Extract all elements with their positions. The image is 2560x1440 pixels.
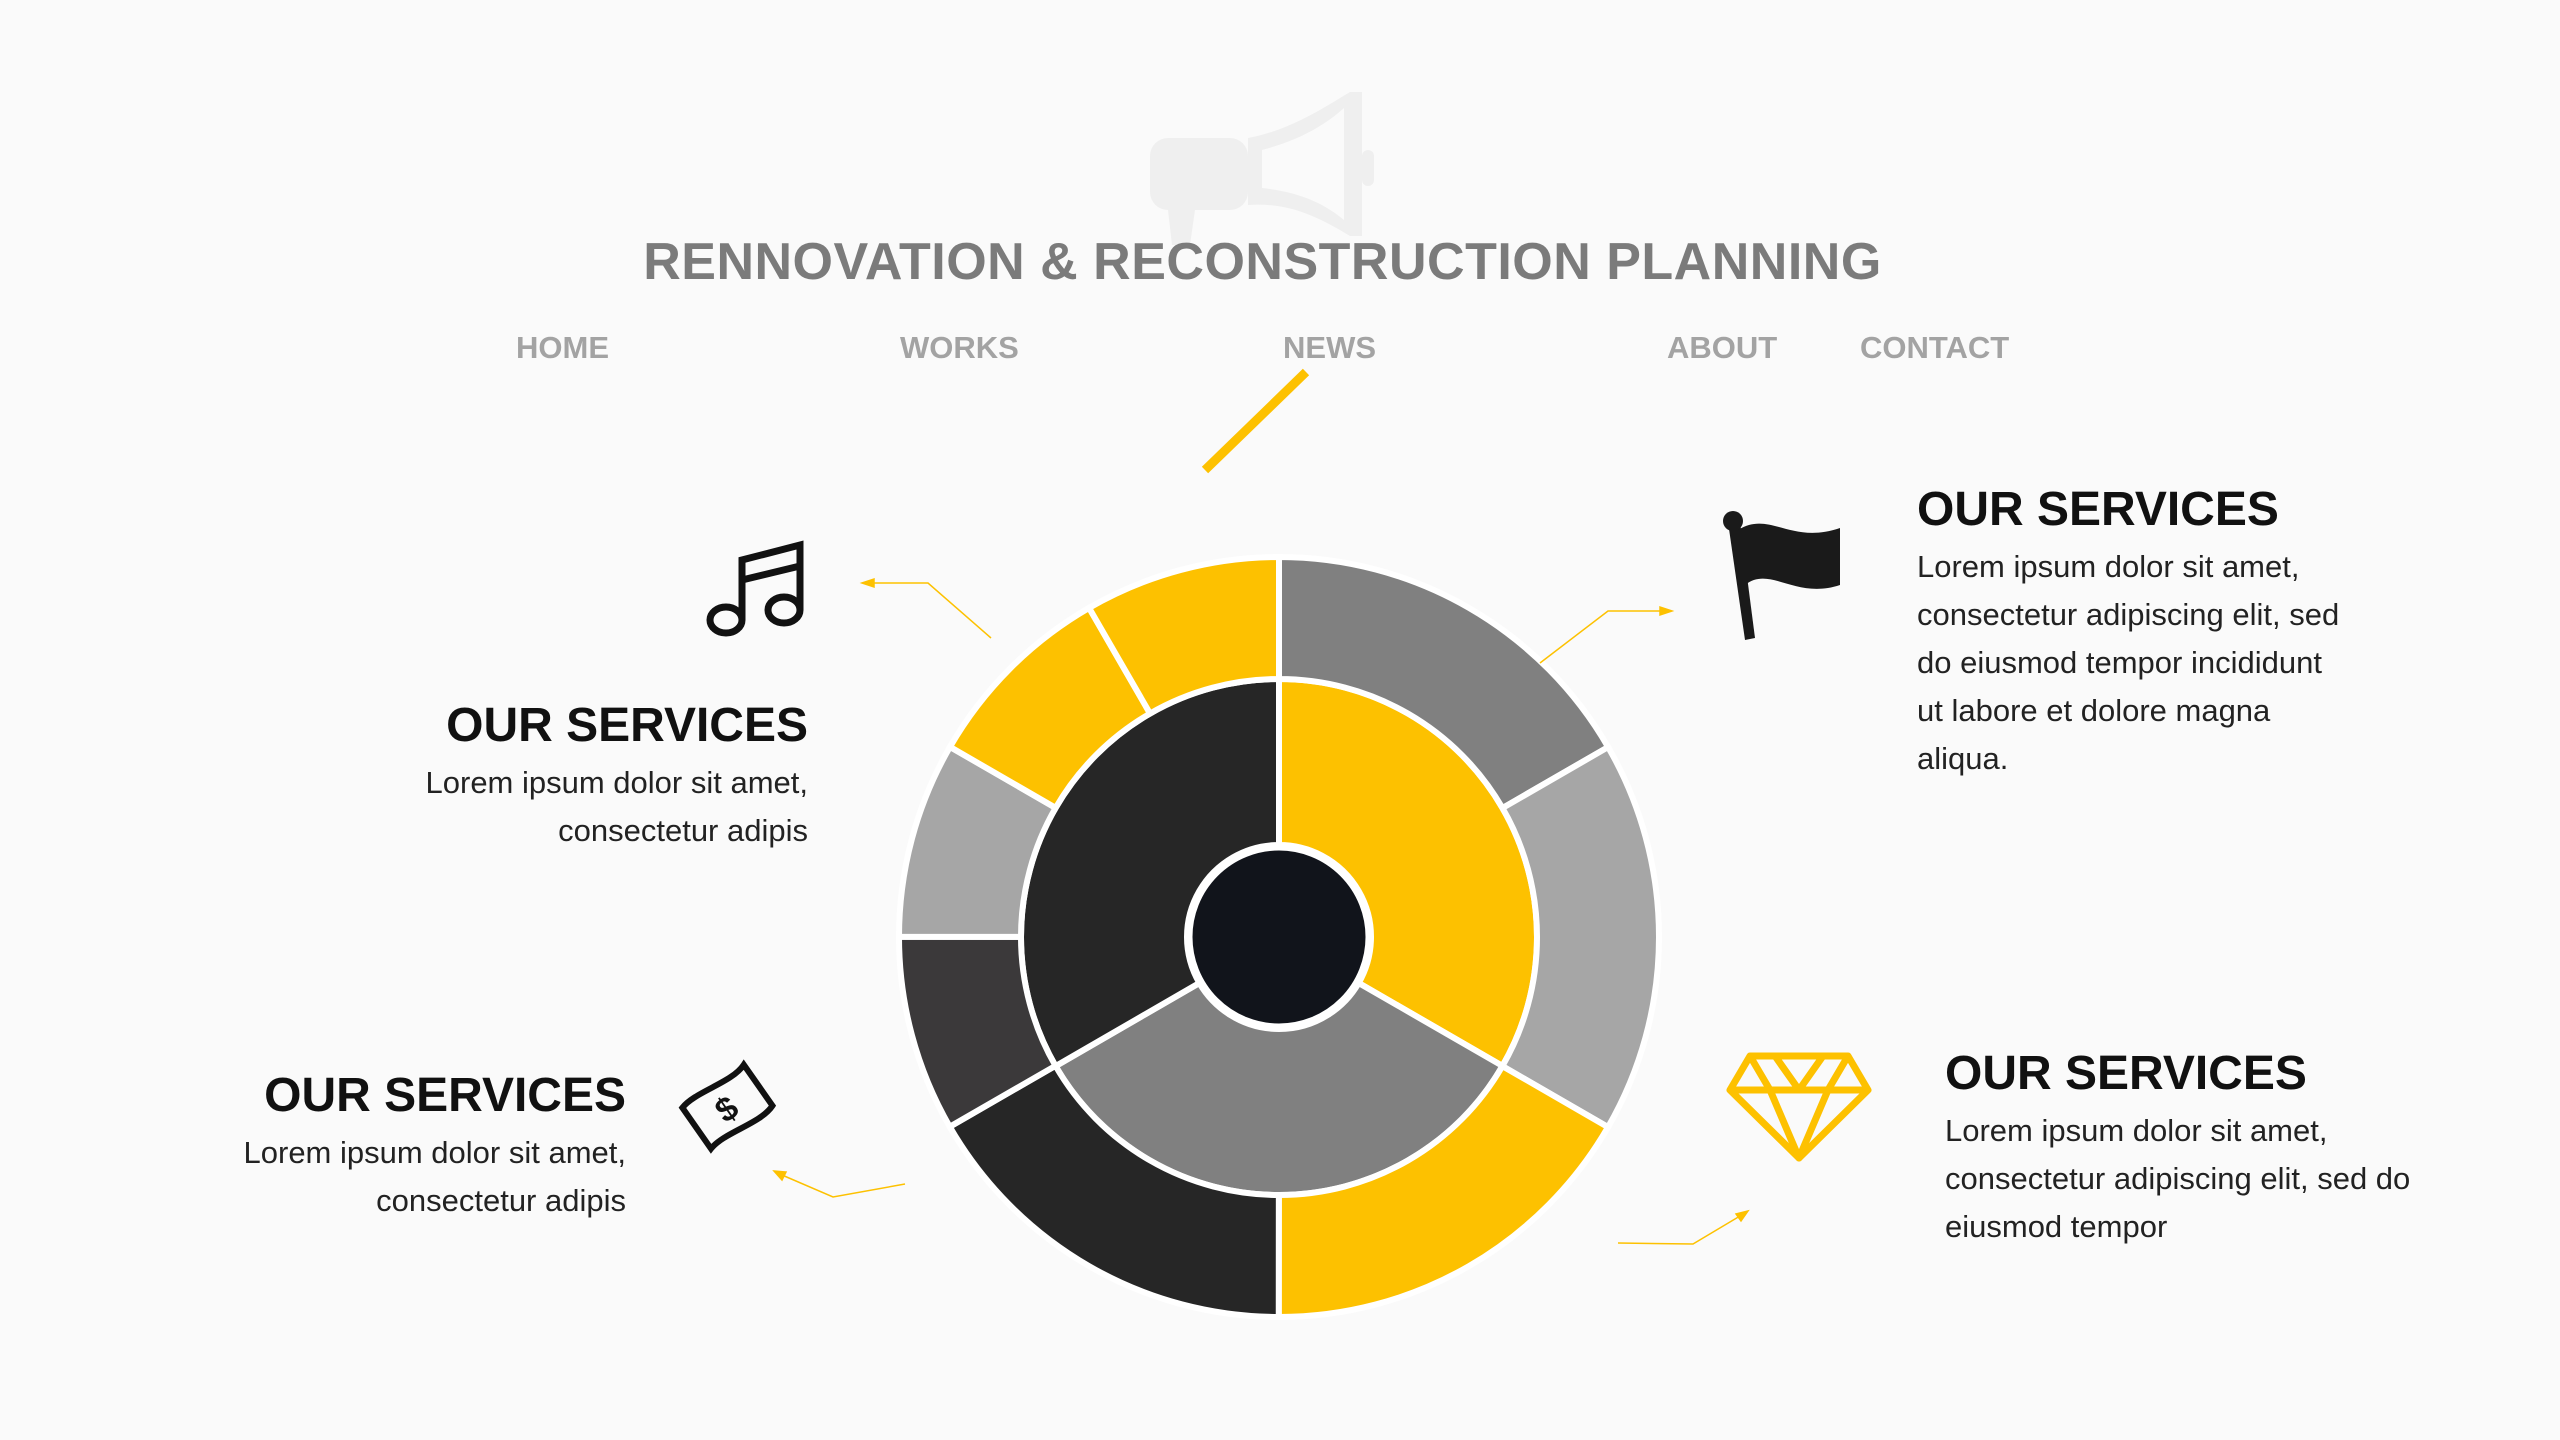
accent-slash (1201, 368, 1310, 474)
connector-top-left (870, 582, 992, 639)
nav-about[interactable]: ABOUT (1667, 330, 1778, 365)
sunburst-chart (895, 553, 1662, 1321)
body-line: aliqua. (1917, 741, 2009, 776)
body-line: Lorem ipsum dolor sit amet, (1917, 549, 2300, 584)
nav-home[interactable]: HOME (516, 330, 609, 365)
page-title: RENNOVATION & RECONSTRUCTION PLANNING (643, 233, 1882, 291)
body-line: consectetur adipis (558, 813, 808, 848)
service-block-top-right: OUR SERVICES Lorem ipsum dolor sit amet,… (1917, 482, 2339, 783)
connector-bottom-right (1617, 1215, 1741, 1245)
svg-text:$: $ (708, 1088, 745, 1130)
body-line: Lorem ipsum dolor sit amet, (425, 765, 808, 800)
connector-top-right (1539, 610, 1662, 664)
service-heading: OUR SERVICES (1945, 1047, 2307, 1100)
flag-icon (1723, 511, 1840, 640)
nav-contact[interactable]: CONTACT (1860, 330, 2010, 365)
body-line: Lorem ipsum dolor sit amet, (243, 1135, 626, 1170)
service-body: Lorem ipsum dolor sit amet, consectetur … (426, 759, 808, 855)
connector-bottom-left (781, 1174, 906, 1198)
service-heading: OUR SERVICES (1917, 483, 2279, 536)
music-note-icon (706, 540, 804, 637)
body-line: consectetur adipiscing elit, sed (1917, 597, 2340, 632)
service-body: Lorem ipsum dolor sit amet, consectetur … (1945, 1107, 2410, 1251)
diamond-icon (1726, 1052, 1872, 1162)
body-line: consectetur adipis (376, 1183, 626, 1218)
service-block-bottom-right: OUR SERVICES Lorem ipsum dolor sit amet,… (1945, 1046, 2410, 1251)
money-icon: $ (678, 1059, 777, 1154)
connector-lines (772, 577, 1750, 1245)
service-block-bottom-left: OUR SERVICES Lorem ipsum dolor sit amet,… (244, 1068, 626, 1225)
service-heading: OUR SERVICES (264, 1069, 626, 1122)
nav-works[interactable]: WORKS (900, 330, 1019, 365)
service-body: Lorem ipsum dolor sit amet, consectetur … (1917, 543, 2339, 783)
body-line: eiusmod tempor (1945, 1209, 2168, 1244)
service-heading: OUR SERVICES (446, 699, 808, 752)
outer-ring-segment-8 (1084, 553, 1282, 718)
service-body: Lorem ipsum dolor sit amet, consectetur … (244, 1129, 626, 1225)
service-block-top-left: OUR SERVICES Lorem ipsum dolor sit amet,… (426, 698, 808, 855)
nav-news[interactable]: NEWS (1283, 330, 1376, 365)
body-line: do eiusmod tempor incididunt (1917, 645, 2322, 680)
body-line: Lorem ipsum dolor sit amet, (1945, 1113, 2328, 1148)
hub-circle (1185, 843, 1373, 1031)
body-line: ut labore et dolore magna (1917, 693, 2271, 728)
body-line: consectetur adipiscing elit, sed do (1945, 1161, 2411, 1196)
